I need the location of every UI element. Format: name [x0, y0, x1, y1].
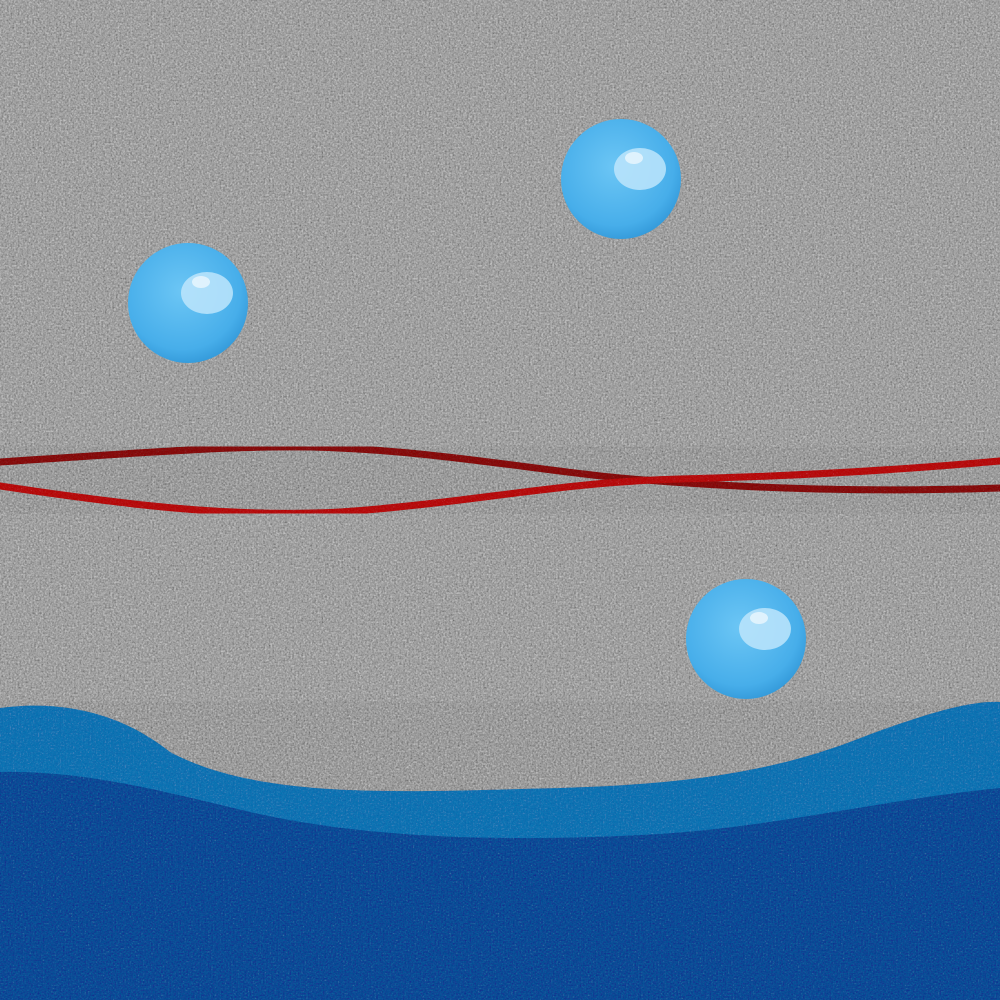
bubble-1[interactable] [128, 243, 248, 363]
bubble-2[interactable] [561, 119, 681, 239]
string-group [0, 443, 1000, 517]
red-string [0, 457, 1000, 517]
dark-red-string [0, 443, 1000, 494]
water-pool [0, 701, 1000, 1000]
water-deep [0, 771, 1000, 1000]
bubble-3[interactable] [686, 579, 806, 699]
